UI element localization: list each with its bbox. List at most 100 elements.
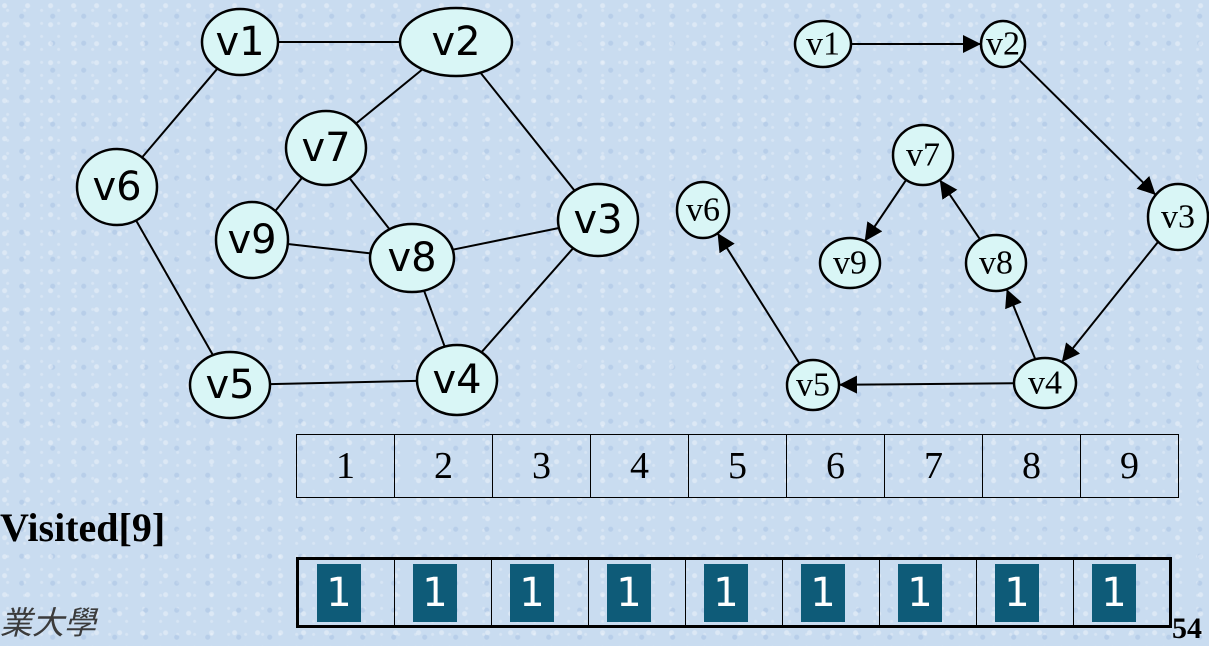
visited-flag: 1	[1092, 563, 1136, 622]
node-label: v6	[686, 192, 720, 229]
node-label: v1	[806, 26, 840, 63]
page-number: 54	[1172, 612, 1202, 645]
index-cell: 1	[296, 434, 395, 498]
node-ellipse	[675, 180, 731, 240]
right-arc-v4-v5	[838, 375, 1015, 394]
node-ellipse	[188, 350, 272, 420]
right-node-v8: v8	[964, 233, 1028, 293]
index-table: 1 2 3 4 5 6 7 8 9	[296, 434, 1179, 498]
index-cell: 3	[492, 434, 591, 498]
node-label: v7	[301, 125, 350, 171]
node-ellipse	[75, 147, 159, 227]
visited-cell: 1	[782, 558, 880, 627]
right-arc-v8-v7	[938, 179, 981, 240]
node-ellipse	[398, 6, 514, 78]
right-node-v1: v1	[793, 19, 853, 69]
visited-flag: 1	[510, 563, 554, 622]
node-ellipse	[214, 200, 290, 280]
right-arc-v3-v4	[1061, 241, 1159, 363]
right-arc-v5-v6	[716, 232, 801, 365]
left-node-v6: v6	[75, 147, 159, 227]
visited-flag: 1	[317, 563, 361, 622]
node-ellipse	[891, 123, 955, 187]
left-edge-v8-v3	[452, 226, 560, 251]
node-label: v9	[227, 217, 276, 263]
node-ellipse	[284, 109, 368, 187]
visited-flag: 1	[995, 563, 1039, 622]
node-label: v7	[906, 137, 940, 174]
right-node-v2: v2	[979, 19, 1027, 69]
node-label: v8	[387, 235, 436, 281]
right-node-v4: v4	[1012, 356, 1078, 410]
visited-cell: 1	[394, 558, 492, 627]
visited-flag: 1	[801, 563, 845, 622]
node-ellipse	[200, 7, 280, 77]
right-arc-v4-v8	[1005, 288, 1037, 360]
traversal-tree-arcs	[716, 35, 1159, 394]
node-ellipse	[556, 182, 640, 258]
right-node-v9: v9	[818, 236, 882, 290]
node-ellipse	[1012, 356, 1078, 410]
visited-flag: 1	[704, 563, 748, 622]
left-edge-v3-v4	[480, 247, 574, 353]
node-label: v4	[432, 357, 481, 403]
visited-flag: 1	[607, 563, 651, 622]
node-label: v2	[986, 26, 1020, 63]
left-edge-v2-v7	[355, 68, 424, 125]
index-cell: 2	[394, 434, 493, 498]
node-label: v3	[1161, 199, 1195, 236]
right-arc-v2-v3	[1018, 59, 1157, 196]
undirected-graph-nodes: v1 v2 v7 v6 v9 v8 v3 v5 v4	[75, 6, 640, 420]
left-node-v2: v2	[398, 6, 514, 78]
left-edge-v1-v6	[141, 67, 219, 159]
right-node-v3: v3	[1146, 182, 1209, 252]
left-node-v8: v8	[368, 222, 456, 294]
left-edge-v6-v5	[135, 219, 214, 356]
left-edge-v8-v4	[423, 290, 446, 348]
node-label: v5	[205, 362, 254, 408]
node-label: v5	[796, 367, 830, 404]
left-node-v7: v7	[284, 109, 368, 187]
visited-flag: 1	[413, 563, 457, 622]
left-node-v1: v1	[200, 7, 280, 77]
node-label: v9	[833, 245, 867, 282]
undirected-graph-edges	[135, 41, 576, 386]
visited-label: Visited[9]	[0, 505, 166, 550]
node-label: v1	[215, 19, 264, 65]
right-arc-v7-v9	[863, 179, 908, 242]
index-cell: 5	[688, 434, 787, 498]
visited-cell: 1	[297, 558, 395, 627]
node-ellipse	[964, 233, 1028, 293]
index-cell: 7	[884, 434, 983, 498]
traversal-tree-nodes: v1 v2 v7 v6 v3 v9 v8 v5 v4	[675, 19, 1209, 412]
index-cell: 6	[786, 434, 885, 498]
visited-cell: 1	[491, 558, 589, 627]
node-label: v6	[92, 164, 141, 210]
right-node-v6: v6	[675, 180, 731, 240]
left-edge-v9-v8	[287, 243, 371, 255]
index-cell: 8	[982, 434, 1081, 498]
node-ellipse	[415, 343, 499, 417]
node-ellipse	[818, 236, 882, 290]
node-ellipse	[979, 19, 1027, 69]
index-cell: 4	[590, 434, 689, 498]
left-edge-v7-v9	[274, 177, 303, 212]
left-node-v5: v5	[188, 350, 272, 420]
visited-cell: 1	[976, 558, 1074, 627]
university-logo-text: 業大學	[0, 604, 97, 642]
node-ellipse	[785, 358, 841, 412]
node-ellipse	[793, 19, 853, 69]
visited-array: 1 1 1 1 1 1 1 1 1	[296, 557, 1172, 628]
right-node-v7: v7	[891, 123, 955, 187]
left-edge-v7-v8	[348, 177, 391, 230]
left-node-v9: v9	[214, 200, 290, 280]
node-label: v2	[431, 19, 480, 65]
left-edge-v5-v4	[269, 379, 418, 386]
index-cell: 9	[1080, 434, 1179, 498]
node-label: v4	[1028, 365, 1062, 402]
visited-cell: 1	[588, 558, 686, 627]
node-label: v8	[979, 245, 1013, 282]
left-node-v3: v3	[556, 182, 640, 258]
node-label: v3	[573, 197, 622, 243]
